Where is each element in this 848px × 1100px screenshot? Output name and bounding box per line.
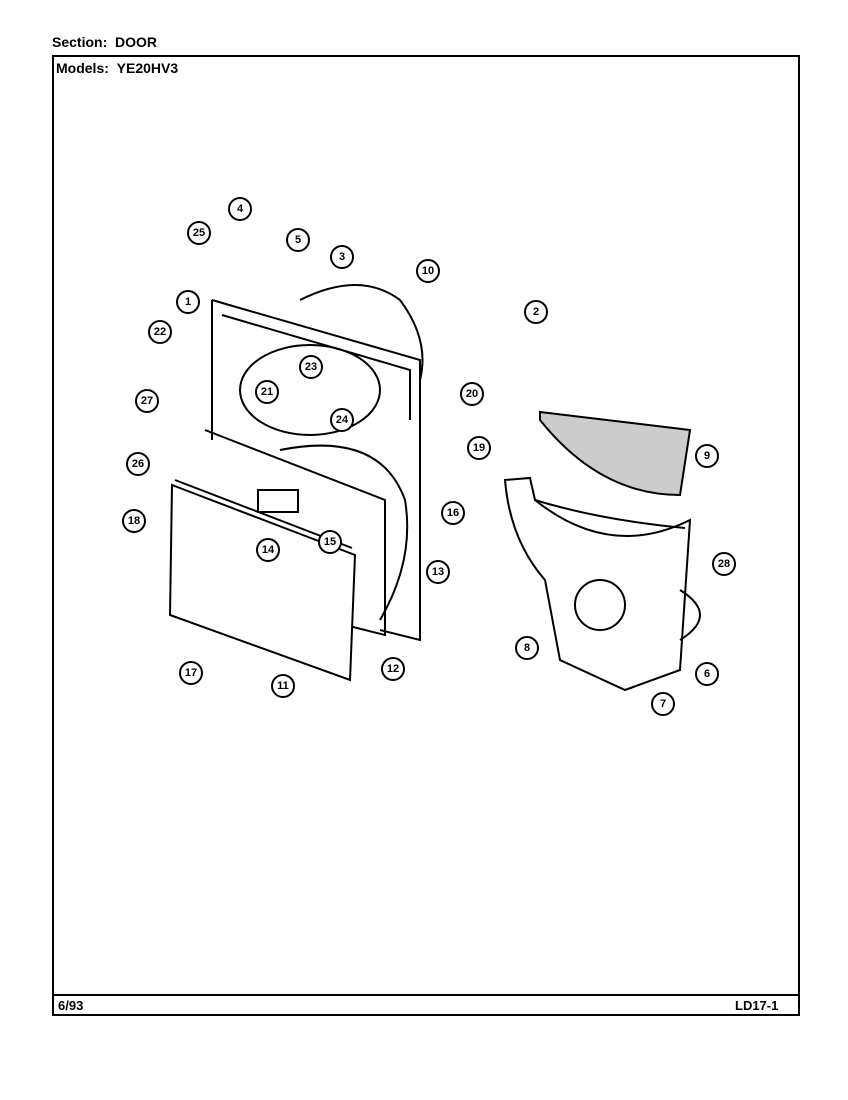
- svg-text:20: 20: [466, 388, 478, 400]
- parts-drawing: [168, 284, 701, 692]
- footer-divider: [52, 994, 800, 996]
- lint-housing: [503, 476, 692, 692]
- callout-10: 10: [416, 259, 440, 283]
- callout-6: 6: [695, 662, 719, 686]
- callouts: 1 2 3 4 5 6 7 8 9 10 11 12 13 14 15 16 1…: [122, 197, 736, 716]
- callout-23: 23: [299, 355, 323, 379]
- models-label-text: Models:: [56, 60, 109, 76]
- callout-22: 22: [148, 320, 172, 344]
- svg-text:19: 19: [473, 442, 485, 454]
- door-inner-panel: [204, 429, 386, 637]
- diagram-frame: [52, 55, 800, 1016]
- svg-text:16: 16: [447, 507, 459, 519]
- lint-housing-inset: [574, 579, 626, 631]
- callout-16: 16: [441, 501, 465, 525]
- svg-text:10: 10: [422, 265, 434, 277]
- callout-24: 24: [330, 408, 354, 432]
- door-window: [257, 489, 299, 513]
- callout-8: 8: [515, 636, 539, 660]
- svg-text:25: 25: [193, 227, 205, 239]
- callout-21: 21: [255, 380, 279, 404]
- callout-11: 11: [271, 674, 295, 698]
- front-panel: [211, 299, 421, 642]
- door-gasket: [279, 444, 409, 621]
- callout-18: 18: [122, 509, 146, 533]
- door-outer-panel: [168, 483, 357, 682]
- svg-text:21: 21: [261, 386, 273, 398]
- svg-text:8: 8: [524, 642, 530, 654]
- svg-text:26: 26: [132, 458, 144, 470]
- svg-text:23: 23: [305, 361, 317, 373]
- svg-text:5: 5: [295, 234, 301, 246]
- svg-text:9: 9: [704, 450, 710, 462]
- svg-text:15: 15: [324, 536, 336, 548]
- svg-text:6: 6: [704, 668, 710, 680]
- callout-26: 26: [126, 452, 150, 476]
- callout-20: 20: [460, 382, 484, 406]
- callout-3: 3: [330, 245, 354, 269]
- svg-text:13: 13: [432, 566, 444, 578]
- callout-2: 2: [524, 300, 548, 324]
- models-label: Models: YE20HV3: [56, 60, 178, 76]
- footer-date: 6/93: [58, 998, 84, 1013]
- callout-13: 13: [426, 560, 450, 584]
- footer-page-code: LD17-1: [735, 998, 779, 1013]
- callout-4: 4: [228, 197, 252, 221]
- svg-text:7: 7: [660, 698, 666, 710]
- lint-housing-rim: [534, 499, 686, 529]
- callout-19: 19: [467, 436, 491, 460]
- callout-28: 28: [712, 552, 736, 576]
- svg-text:2: 2: [533, 306, 539, 318]
- section-label-text: Section:: [52, 34, 108, 50]
- section-value: DOOR: [115, 34, 158, 50]
- callout-7: 7: [651, 692, 675, 716]
- callout-5: 5: [286, 228, 310, 252]
- svg-text:12: 12: [387, 663, 399, 675]
- svg-text:18: 18: [128, 515, 140, 527]
- models-value: YE20HV3: [116, 60, 179, 76]
- callout-14: 14: [256, 538, 280, 562]
- callout-17: 17: [179, 661, 203, 685]
- callout-27: 27: [135, 389, 159, 413]
- svg-text:3: 3: [339, 251, 345, 263]
- svg-text:24: 24: [336, 414, 349, 426]
- door-seal-duct: [299, 284, 424, 610]
- callout-12: 12: [381, 657, 405, 681]
- lint-filter: [539, 410, 692, 497]
- svg-text:11: 11: [277, 680, 289, 692]
- svg-text:28: 28: [718, 558, 730, 570]
- callout-9: 9: [695, 444, 719, 468]
- svg-text:1: 1: [185, 296, 191, 308]
- door-opening: [239, 344, 381, 436]
- callout-25: 25: [187, 221, 211, 245]
- svg-text:4: 4: [237, 203, 244, 215]
- svg-text:14: 14: [262, 544, 275, 556]
- callout-1: 1: [176, 290, 200, 314]
- section-label: Section: DOOR: [52, 34, 157, 50]
- lint-housing-seal: [679, 589, 701, 641]
- svg-text:22: 22: [154, 326, 166, 338]
- svg-text:17: 17: [185, 667, 197, 679]
- svg-text:27: 27: [141, 395, 153, 407]
- callout-15: 15: [318, 530, 342, 554]
